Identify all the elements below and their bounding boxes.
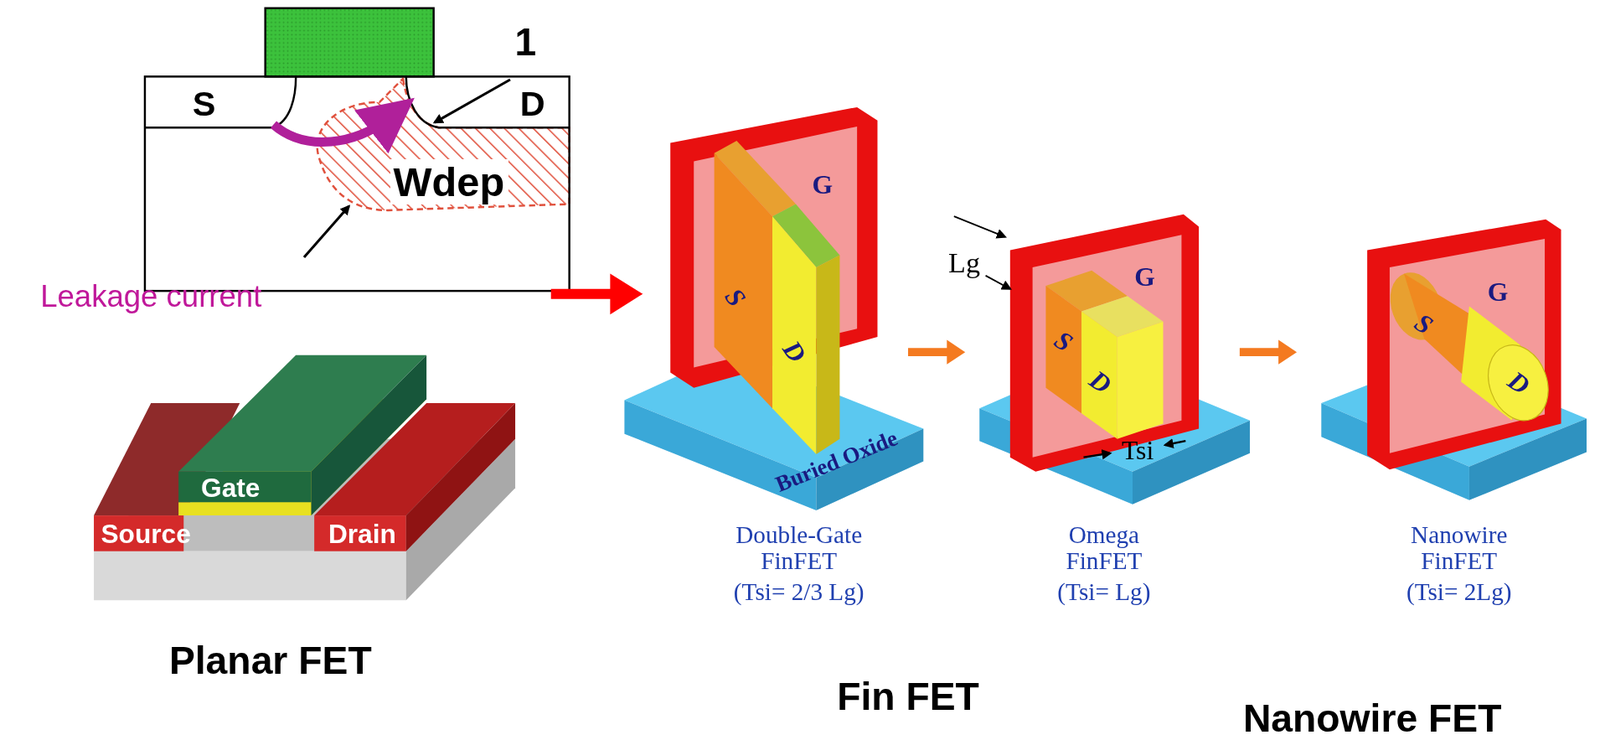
dimension-formula: (Tsi= Lg) <box>1057 578 1151 605</box>
device-caption: Double-Gate FinFET <box>722 521 876 575</box>
part-label: G <box>1134 263 1156 293</box>
figure-title: Fin FET <box>836 675 980 718</box>
part-label: G <box>811 170 833 201</box>
dimension-formula: (Tsi= 2Lg) <box>1406 578 1513 605</box>
transition-arrow <box>551 273 644 315</box>
dimension-label: Tsi <box>1121 436 1154 466</box>
callout-number: 1 <box>514 21 537 65</box>
part-label: Drain <box>328 519 397 549</box>
leakage-label: Leakage current <box>40 278 262 313</box>
device-caption: Omega FinFET <box>1042 521 1166 575</box>
dimension-label: Lg <box>948 247 981 279</box>
double-gate-finfet <box>624 107 924 511</box>
part-label: G <box>1487 278 1509 308</box>
depletion-label: Wdep <box>390 159 508 205</box>
figure-title: Nanowire FET <box>1243 697 1502 740</box>
dimension-formula: (Tsi= 2/3 Lg) <box>733 578 865 605</box>
region-label: D <box>520 84 546 124</box>
planar-cross-section <box>144 8 570 291</box>
device-caption: Nanowire FinFET <box>1387 521 1531 575</box>
omega-finfet <box>954 214 1250 505</box>
nanowire-finfet <box>1321 219 1587 501</box>
part-label: Gate <box>201 473 260 503</box>
region-label: S <box>192 84 217 124</box>
figure-title: Planar FET <box>169 640 372 683</box>
part-label: Source <box>100 519 191 549</box>
planar-fet-3d <box>93 355 516 600</box>
